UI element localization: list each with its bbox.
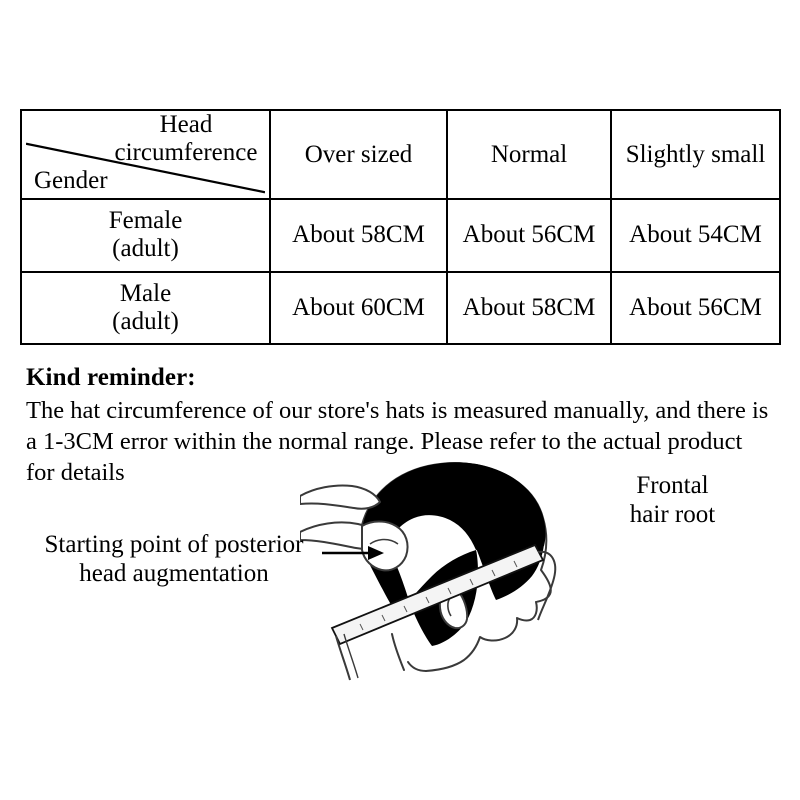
frontal-label-line2: hair root [629, 501, 716, 528]
posterior-label-line1: Starting point of posterior [44, 531, 304, 558]
cell-female-normal: About 56CM [446, 198, 612, 273]
neck-back-line [391, 633, 405, 671]
corner-cell-inner: Head circumference Gender [26, 111, 265, 196]
table-corner-cell: Head circumference Gender [20, 109, 271, 200]
kind-reminder-block: Kind reminder: The hat circumference of … [26, 362, 774, 489]
head-profile-illustration [300, 462, 557, 681]
corner-row-label: Gender [34, 166, 108, 194]
posterior-head-augmentation-label: Starting point of posterior head augment… [14, 530, 334, 588]
row-label-female-line1: Female [108, 207, 183, 235]
cell-female-slightly-small: About 54CM [610, 198, 781, 273]
reminder-title: Kind reminder: [26, 364, 196, 391]
frontal-label-line1: Frontal [636, 472, 709, 499]
column-header-over-sized: Over sized [269, 109, 448, 200]
frontal-hair-root-label: Frontal hair root [560, 471, 785, 529]
tape-tick-marks [359, 560, 518, 631]
cell-male-normal: About 58CM [446, 270, 612, 345]
tape-hanging-end-edge [343, 633, 359, 679]
hair-top-mass [361, 462, 546, 550]
row-label-male-line1: Male [119, 279, 172, 307]
hand-thumb [361, 520, 409, 572]
table-row: Female (adult) About 58CM About 56CM Abo… [20, 198, 781, 273]
row-label-male-line2: (adult) [112, 307, 179, 335]
column-header-normal: Normal [446, 109, 612, 200]
cell-male-over-sized: About 60CM [269, 270, 448, 345]
posterior-arrow-pointer [322, 540, 384, 566]
cell-male-slightly-small: About 56CM [610, 270, 781, 345]
table-header-row: Head circumference Gender Over sized Nor… [20, 109, 781, 200]
head-measurement-diagram [300, 438, 630, 688]
diagonal-divider-line [26, 142, 265, 194]
cell-female-over-sized: About 58CM [269, 198, 448, 273]
head-circumference-size-table: Head circumference Gender Over sized Nor… [20, 109, 781, 345]
tape-hanging-end [335, 635, 351, 681]
reminder-body-text: The hat circumference of our store's hat… [26, 396, 769, 487]
corner-column-label: Head circumference [114, 111, 258, 166]
arrow-icon [322, 546, 384, 560]
posterior-label-line2: head augmentation [79, 560, 269, 587]
row-label-male: Male (adult) [20, 270, 271, 345]
measuring-tape [330, 543, 557, 681]
chin-neck-line [407, 661, 427, 672]
hand-shape [300, 484, 409, 572]
row-label-female-line2: (adult) [112, 235, 179, 263]
tape-tail [537, 550, 557, 621]
hand-finger-top [300, 484, 381, 510]
column-header-slightly-small: Slightly small [610, 109, 781, 200]
table-row: Male (adult) About 60CM About 58CM About… [20, 270, 781, 345]
row-label-female: Female (adult) [20, 198, 271, 273]
hand-crease [369, 538, 399, 545]
